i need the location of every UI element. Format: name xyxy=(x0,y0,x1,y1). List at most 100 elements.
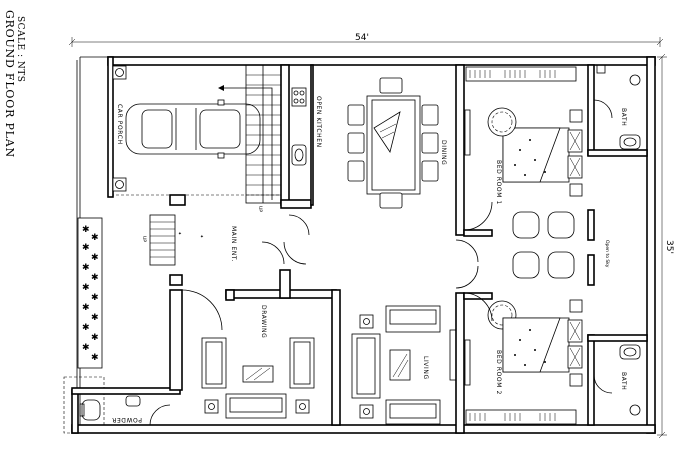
plant-icon: ✱ xyxy=(91,233,99,243)
landscape-planter: ✱ ✱ ✱ ✱ ✱ ✱ ✱ ✱ ✱ ✱ ✱ ✱ ✱ ✱ xyxy=(77,217,103,369)
wardrobe xyxy=(465,409,577,425)
room-label-living: LIVING xyxy=(422,356,429,380)
plan-title: GROUND FLOOR PLAN xyxy=(3,10,16,158)
plant-icon: ✱ xyxy=(82,243,90,253)
dimension-depth-label: 35' xyxy=(664,240,674,254)
coffee-table xyxy=(242,365,274,383)
room-label-drawing: DRAWING xyxy=(260,305,267,338)
plant-icon: ✱ xyxy=(91,333,99,343)
dimension-depth: 35' xyxy=(657,53,674,439)
dining-table xyxy=(371,99,416,191)
double-bed xyxy=(502,127,583,183)
room-label-bed-room-2: BED ROOM 2 xyxy=(495,350,502,395)
room-label-car-porch: CAR PORCH xyxy=(116,104,123,145)
door-swing xyxy=(593,374,613,394)
plant-icon: ✱ xyxy=(82,323,90,333)
living-room: LIVING xyxy=(351,305,457,425)
door-swing xyxy=(463,201,493,231)
door-swing xyxy=(149,404,171,426)
dining-chair xyxy=(379,192,403,209)
coffee-table xyxy=(389,349,411,381)
dining-chair xyxy=(379,77,403,94)
wardrobe xyxy=(465,66,577,82)
room-label-bath-2: BATH xyxy=(620,372,627,390)
dining-chair xyxy=(421,132,439,154)
room-label-bath-1: BATH xyxy=(620,108,627,126)
stair-label-up: UP xyxy=(141,236,147,242)
double-bed xyxy=(502,317,583,373)
side-table xyxy=(569,299,583,313)
open-kitchen: OPEN KITCHEN xyxy=(288,64,322,201)
light-icon: ✦ xyxy=(178,231,182,237)
planter-icon xyxy=(112,177,127,192)
room-label-powder: POWDER xyxy=(112,416,142,423)
stair-label-up: UP xyxy=(257,206,263,212)
wc-icon xyxy=(81,399,101,421)
arrow-head-icon xyxy=(218,85,224,91)
drawing-room: DRAWING xyxy=(201,305,315,419)
bedroom-2: BED ROOM 2 xyxy=(463,251,583,425)
room-label-open-kitchen: OPEN KITCHEN xyxy=(315,96,322,148)
bath-2: BATH xyxy=(593,344,641,416)
door-swing xyxy=(593,99,613,119)
dining-chair xyxy=(421,160,439,182)
dining: DINING xyxy=(347,77,447,209)
car-porch: CAR PORCH xyxy=(112,64,282,196)
plant-icon: ✱ xyxy=(91,353,99,363)
door-swing xyxy=(455,239,479,263)
dining-chair xyxy=(421,104,439,126)
door-swing xyxy=(261,241,285,265)
staircase: UP xyxy=(218,64,282,212)
armchair xyxy=(547,251,575,279)
room-label-dining: DINING xyxy=(440,140,447,165)
wash-basin xyxy=(619,134,641,150)
wash-basin xyxy=(619,344,641,360)
side-table xyxy=(295,399,310,414)
main-entrance: UP MAIN ENT. ✦ ✦ xyxy=(141,214,307,331)
plant-icon: ✱ xyxy=(82,283,90,293)
open-to-sky: Open to Sky xyxy=(604,240,610,268)
dining-chair xyxy=(347,160,365,182)
door-swing xyxy=(283,241,307,265)
stair-arrow-icon xyxy=(222,87,273,200)
dimension-width-label: 54' xyxy=(355,33,369,43)
door-swing xyxy=(455,265,479,289)
dining-chair xyxy=(347,132,365,154)
wash-basin xyxy=(125,395,141,407)
bath-1: BATH xyxy=(593,64,641,150)
room-label-open-to-sky: Open to Sky xyxy=(604,240,610,268)
sink-icon xyxy=(291,144,307,166)
plant-icon: ✱ xyxy=(82,343,90,353)
light-icon: ✦ xyxy=(200,234,204,240)
floor-drain-icon xyxy=(629,74,641,86)
dining-chair xyxy=(347,104,365,126)
stove-icon xyxy=(291,87,307,107)
door-swing xyxy=(463,292,493,322)
side-table xyxy=(204,399,219,414)
side-table xyxy=(359,404,374,419)
plant-icon: ✱ xyxy=(82,303,90,313)
armchair xyxy=(512,211,540,239)
plant-icon: ✱ xyxy=(82,225,90,235)
side-table xyxy=(569,183,583,197)
side-table xyxy=(569,373,583,387)
plant-icon: ✱ xyxy=(91,273,99,283)
side-table xyxy=(569,109,583,123)
door-swing xyxy=(181,289,223,331)
room-label-main-ent: MAIN ENT. xyxy=(230,226,237,262)
floor-drain-icon xyxy=(629,404,641,416)
armchair xyxy=(512,251,540,279)
planter-icon xyxy=(112,65,127,80)
room-label-bed-room-1: BED ROOM 1 xyxy=(495,160,502,205)
table-decor-icon xyxy=(373,111,401,153)
armchair xyxy=(547,211,575,239)
plant-icon: ✱ xyxy=(91,313,99,323)
sofa xyxy=(351,333,381,399)
plant-icon: ✱ xyxy=(91,253,99,263)
side-table xyxy=(359,314,374,329)
powder-room: POWDER xyxy=(79,395,171,426)
bedroom-1: BED ROOM 1 xyxy=(463,66,583,239)
outer-walls xyxy=(71,56,656,434)
door-swing xyxy=(288,214,310,236)
